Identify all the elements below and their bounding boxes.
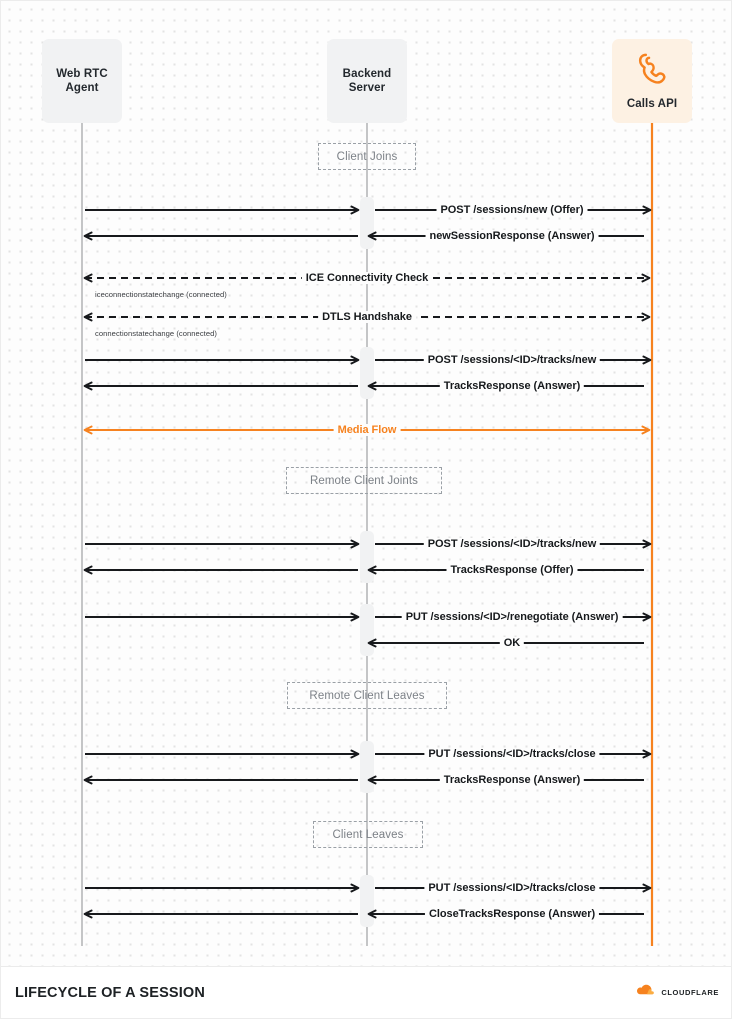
section-label-box: Remote Client Leaves	[287, 682, 447, 709]
message-label-m1: POST /sessions/new (Offer)	[436, 204, 588, 216]
cloudflare-cloud-icon	[632, 984, 657, 1002]
section-label-text: Remote Client Joints	[309, 474, 419, 487]
message-label-m4: DTLS Handshake	[318, 311, 416, 323]
message-label-m14: PUT /sessions/<ID>/tracks/close	[424, 882, 600, 894]
actor-box-backend[interactable]: Backend Server	[327, 39, 407, 123]
message-label-m7: Media Flow	[333, 424, 401, 436]
section-label-text: Client Joins	[336, 150, 398, 163]
section-label-text: Client Leaves	[332, 828, 404, 841]
actor-label-webrtc: Web RTC Agent	[56, 68, 108, 94]
message-label-m2: newSessionResponse (Answer)	[425, 230, 599, 242]
section-label-box: Client Joins	[318, 143, 416, 170]
page-title: LIFECYCLE OF A SESSION	[15, 984, 205, 1001]
footer-bar: LIFECYCLE OF A SESSION CLOUDFLARE	[1, 966, 731, 1018]
phone-call-icon	[633, 52, 671, 93]
message-label-m13: TracksResponse (Answer)	[439, 774, 585, 786]
message-label-m6: TracksResponse (Answer)	[439, 380, 585, 392]
message-label-m15: CloseTracksResponse (Answer)	[424, 908, 600, 920]
actor-box-calls[interactable]: Calls API	[612, 39, 692, 123]
message-label-m3: ICE Connectivity Check	[301, 272, 433, 284]
actor-label-backend: Backend Server	[342, 68, 392, 94]
message-label-m8: POST /sessions/<ID>/tracks/new	[423, 538, 601, 550]
message-note-m3: iceconnectionstatechange (connected)	[95, 290, 227, 299]
message-note-m4: connectionstatechange (connected)	[95, 329, 217, 338]
section-label-box: Client Leaves	[313, 821, 423, 848]
message-label-m12: PUT /sessions/<ID>/tracks/close	[424, 748, 600, 760]
cloudflare-wordmark: CLOUDFLARE	[661, 988, 719, 997]
cloudflare-brand: CLOUDFLARE	[632, 984, 719, 1002]
message-label-m11: OK	[499, 637, 525, 649]
message-label-m10: PUT /sessions/<ID>/renegotiate (Answer)	[401, 611, 623, 623]
section-label-text: Remote Client Leaves	[309, 689, 425, 702]
activation-bar	[360, 197, 374, 249]
message-label-m5: POST /sessions/<ID>/tracks/new	[423, 354, 601, 366]
actor-label-calls: Calls API	[626, 97, 678, 110]
actor-box-webrtc[interactable]: Web RTC Agent	[42, 39, 122, 123]
activation-bar	[360, 604, 374, 656]
activation-bar	[360, 741, 374, 793]
activation-bar	[360, 531, 374, 583]
activation-bar	[360, 347, 374, 399]
message-label-m9: TracksResponse (Offer)	[446, 564, 578, 576]
activation-bar	[360, 875, 374, 927]
section-label-box: Remote Client Joints	[286, 467, 442, 494]
